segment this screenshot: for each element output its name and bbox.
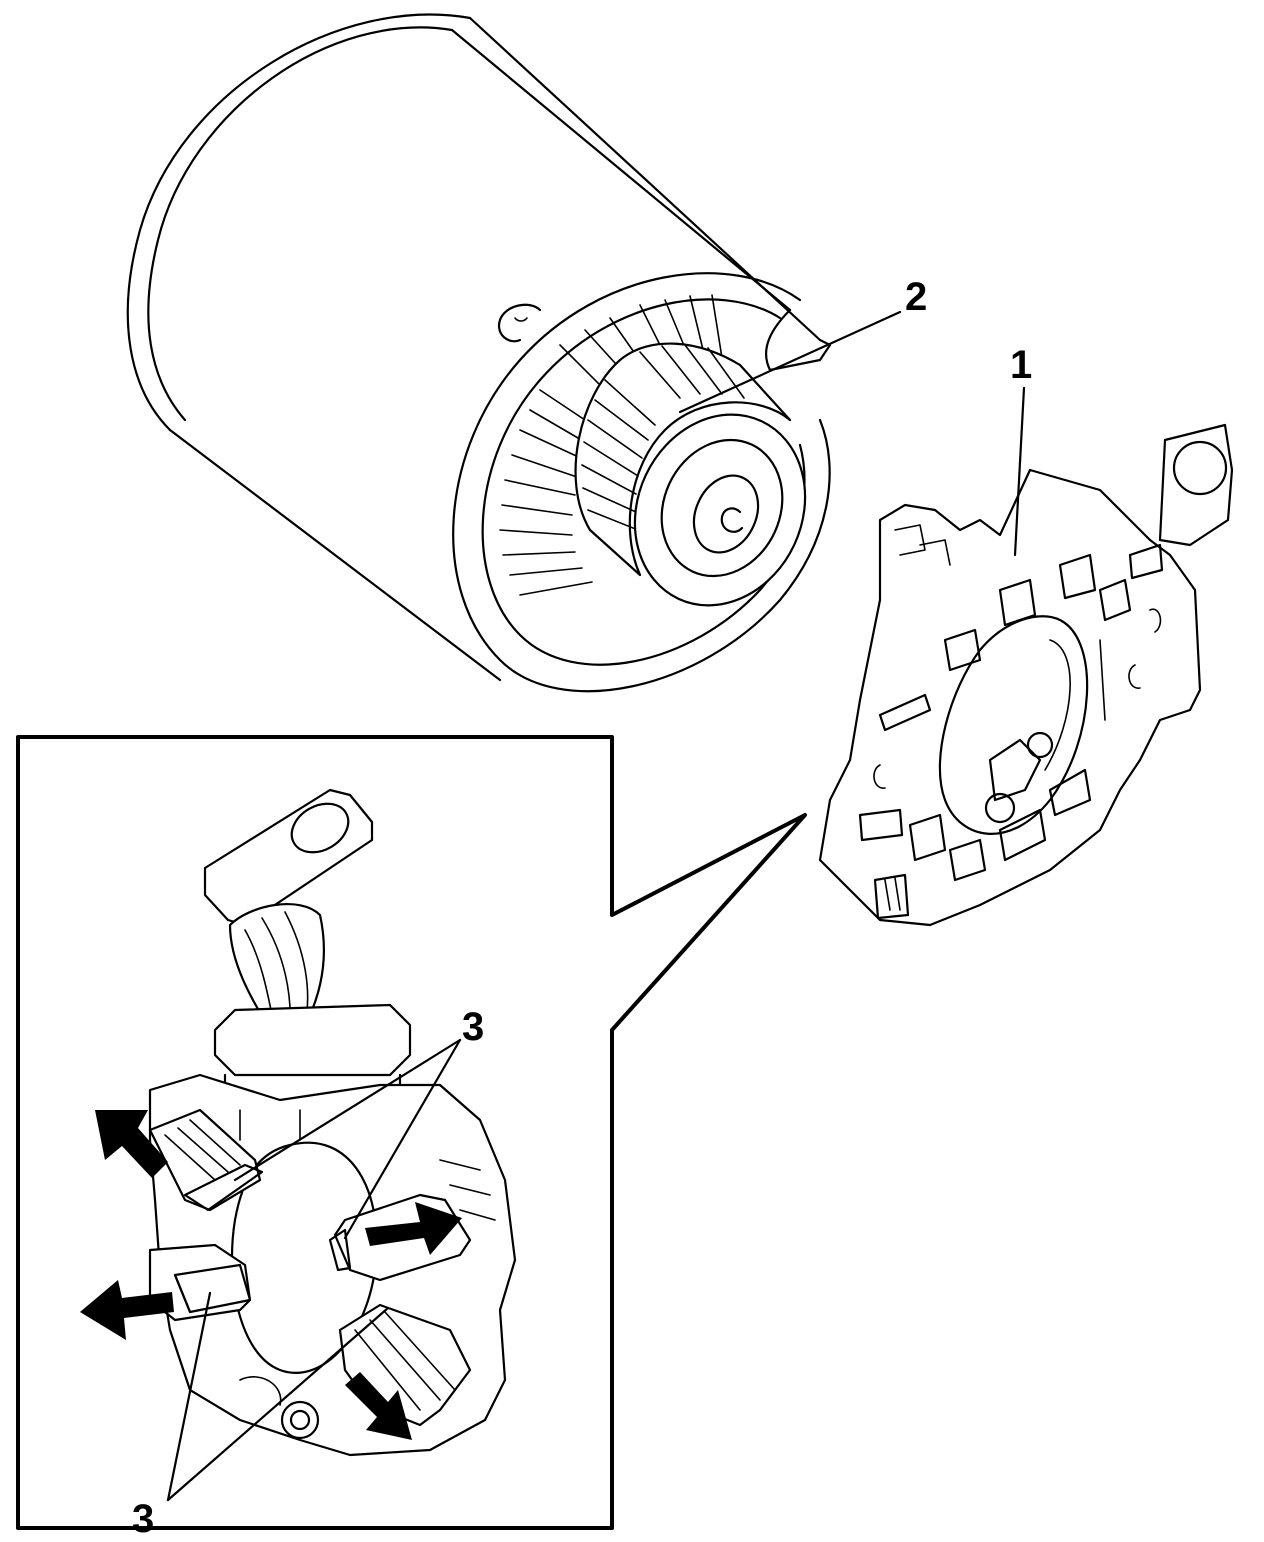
callout-3-upper: 3 (462, 1005, 484, 1049)
arrow-right (365, 1202, 462, 1255)
arrow-left (80, 1280, 174, 1340)
callout-2: 2 (905, 275, 927, 319)
leader-lines (166, 310, 1026, 1502)
callout-1: 1 (1010, 343, 1032, 387)
arrow-upper-left (95, 1110, 168, 1178)
arrow-lower-right (345, 1372, 412, 1440)
brush-holder-enlarged (148, 788, 517, 1457)
callout-3-lower: 3 (132, 1497, 154, 1541)
brush-holder (818, 423, 1234, 927)
motor-housing (126, 13, 832, 693)
armature (499, 294, 807, 607)
